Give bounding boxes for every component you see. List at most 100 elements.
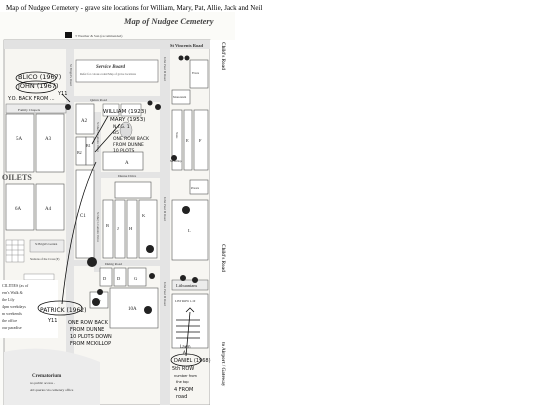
note-number-from: number from	[174, 374, 198, 378]
section-k	[138, 199, 158, 259]
road-john-paul-label-1: John Paul II Road	[163, 57, 167, 81]
note-from-dunne: FROM DUNNE	[113, 142, 144, 148]
section-5a	[5, 113, 35, 173]
legend-swatch	[65, 32, 72, 38]
lily-pond	[119, 121, 133, 139]
st-brigids-garden	[29, 239, 65, 253]
section-i	[102, 199, 114, 259]
note-lawn: Lawn	[180, 344, 191, 349]
section-f-label: F	[199, 138, 202, 143]
stations-label: Stations of the Cross (P)	[30, 257, 59, 261]
st-brigids-garden-label: St Brigid's Garden	[35, 242, 58, 246]
section-a4-label: A4	[45, 207, 52, 212]
section-a2-label: A2	[81, 119, 88, 124]
section-j	[114, 199, 126, 259]
legend-text: T Weather & Sun (recommended)	[75, 34, 123, 38]
trees	[65, 55, 198, 314]
section-a-label: A	[125, 161, 129, 166]
facilities-box	[0, 280, 58, 338]
lithuanians-label: Lithuanians	[176, 283, 197, 288]
block-top	[102, 103, 120, 117]
road-childs-top-label: Child's Road	[220, 42, 225, 70]
section-l-label: L	[188, 228, 191, 233]
section-10a-label: 10A	[128, 307, 137, 312]
lawn-area	[171, 293, 209, 349]
road-john-paul	[160, 49, 170, 405]
note-william: WILLIAM (1923)	[103, 109, 146, 115]
facilities-1: CILITIES (as of	[2, 283, 29, 288]
road-childs-mid-label: Child's Road	[220, 244, 225, 272]
road-duhig	[74, 260, 160, 266]
handwritten-notes: BLICO (1967) JOHN (1967) Y.O. BACK FROM …	[7, 73, 211, 400]
road-dunne	[101, 172, 160, 178]
crematorium-label: Crematorium	[32, 374, 62, 379]
note-four-from: 4 FROM	[174, 387, 193, 393]
section-a3	[35, 113, 65, 173]
road-st-brigids	[66, 49, 74, 359]
note-one-row-top: ONE ROW BACK	[113, 136, 150, 142]
road-st-marys-label-1: St Mary's Catholic Drive	[96, 122, 100, 153]
map-title: Map of Nudgee Cemetery	[123, 16, 214, 26]
section-f	[193, 109, 209, 171]
note-ten-plots: 10 PLOTS	[113, 148, 135, 154]
cemetery-map: Map of Nudgee Cemetery T Weather & Sun (…	[0, 12, 235, 405]
family-chapels-label: Family Chapels	[18, 108, 41, 112]
facilities-4: 4pm weekdays	[2, 304, 26, 309]
note-ya-back: Y.O. BACK FROM ...	[7, 96, 55, 102]
note-road: road	[176, 394, 187, 400]
service-board	[75, 59, 159, 83]
section-e	[183, 109, 193, 171]
facilities-5: m weekends	[2, 311, 22, 316]
road-st-brigids-label: St Brigid's Road	[69, 64, 73, 86]
note-y11: Y11	[47, 318, 57, 324]
section-6a	[5, 183, 35, 231]
friars-block	[189, 59, 209, 89]
nuns-label: Nuns	[175, 132, 179, 139]
mckillop-road-label: McKillop	[170, 159, 182, 163]
note-the-top: the top	[176, 380, 189, 384]
section-a4	[35, 183, 65, 231]
road-airport-label: to Airport / Gateway	[220, 342, 225, 387]
road-duhig-label: Duhig Road	[105, 262, 122, 266]
section-h-label: H	[129, 226, 133, 231]
note-patrick: PATRICK (1962)	[40, 307, 86, 314]
road-dunne-label: Dunne Drive	[118, 174, 137, 178]
facilities-6: the office	[2, 318, 17, 323]
cemetery-map-svg: Map of Nudgee Cemetery T Weather & Sun (…	[0, 12, 235, 405]
facilities-3: the Lily	[2, 297, 15, 302]
road-quinn	[74, 96, 160, 102]
page-caption: Map of Nudgee Cemetery - grave site loca…	[6, 4, 263, 12]
no-public-label: no public access -	[30, 381, 56, 385]
section-d2	[113, 267, 127, 287]
enquire-label: All queries via cemetery office	[30, 388, 74, 392]
section-b1	[85, 136, 95, 166]
note-from-dunne2: FROM DUNNE	[70, 327, 104, 333]
crematorium-area	[4, 348, 100, 405]
section-b1-label: B1	[86, 143, 91, 148]
lawn-strip-label: LIST ROW 1-10	[175, 299, 196, 303]
road-st-vincents-label: St Vincents Road	[170, 43, 204, 48]
facilities-2: ern's Walk &	[2, 290, 24, 295]
section-g	[127, 267, 147, 287]
section-c1	[75, 169, 95, 259]
lithuanians-block	[171, 279, 209, 291]
priests-block	[189, 179, 209, 195]
nuns-block	[171, 109, 183, 171]
road-john-paul-label-2: John Paul II Road	[163, 197, 167, 221]
section-e-label: E	[186, 138, 189, 143]
road-quinn-label: Quinn Road	[90, 98, 107, 102]
friars-label: Friars	[192, 71, 200, 75]
section-c1-label: C1	[80, 214, 86, 219]
section-g-label: G	[134, 276, 138, 281]
service-board-title: Service Board	[96, 65, 126, 70]
section-d2-label: D	[117, 276, 121, 281]
section-j-label: J	[117, 226, 119, 231]
grid-plots	[5, 239, 25, 263]
section-a-lower	[114, 181, 152, 199]
section-6a-label: 6A	[15, 207, 22, 212]
section-d1	[99, 267, 113, 287]
facilities-7: our paradise	[2, 325, 22, 330]
section-b-label: B	[106, 223, 109, 228]
note-blico: BLICO (1967)	[18, 73, 61, 81]
handwritten-marks	[15, 71, 202, 367]
